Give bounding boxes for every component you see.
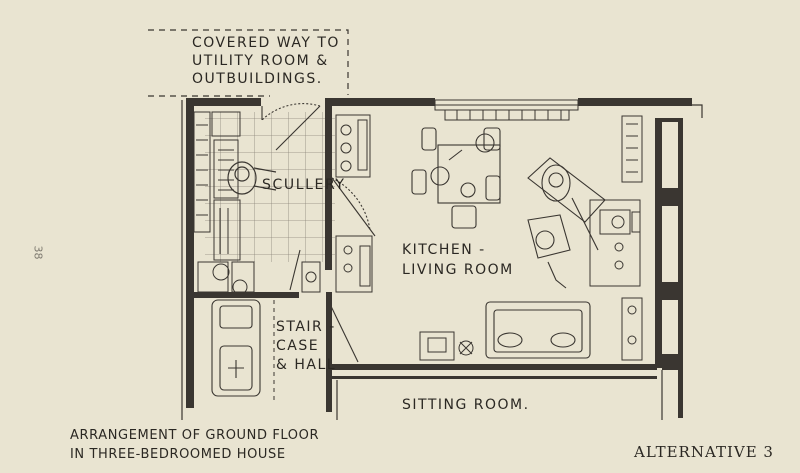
covered-way-line-3: OUTBUILDINGS. [192, 71, 323, 87]
armchairs [527, 157, 606, 289]
covered-way-outline [148, 29, 349, 97]
staircase-hall-label: STAIR - CASE & HALL [276, 318, 336, 375]
stair-line-2: CASE [276, 338, 320, 354]
radio-cabinet [419, 331, 474, 361]
outline-lines [181, 100, 703, 420]
walls [186, 98, 692, 418]
lower-cupboard [621, 297, 643, 361]
settee [485, 301, 591, 359]
range-unit [589, 199, 641, 287]
sitting-room-label: SITTING ROOM. [402, 397, 530, 413]
stair-line-1: STAIR - [276, 319, 336, 335]
page-number: 38 [31, 245, 45, 260]
door-swings [261, 103, 376, 363]
covered-way-line-1: COVERED WAY TO [192, 35, 340, 51]
kitchen-line-2: LIVING ROOM [402, 262, 514, 278]
alternative-number: ALTERNATIVE 3 [634, 443, 774, 461]
stair-line-3: & HALL [276, 357, 337, 373]
kitchen-line-1: KITCHEN - [402, 242, 486, 258]
scullery-fittings [193, 111, 321, 295]
dining-table-set [411, 127, 501, 229]
cooker [335, 114, 371, 178]
dresser [621, 115, 643, 183]
scullery-figure [227, 161, 277, 195]
scullery-tiled-floor [205, 112, 335, 262]
figure-caption: ARRANGEMENT OF GROUND FLOOR IN THREE-BED… [70, 426, 319, 464]
store-cupboards [335, 235, 373, 293]
caption-line-1: ARRANGEMENT OF GROUND FLOOR [70, 428, 320, 443]
scullery-label: SCULLERY [262, 177, 346, 193]
pram [211, 299, 261, 397]
kitchen-living-room-label: KITCHEN - LIVING ROOM [402, 240, 514, 280]
caption-line-2: IN THREE-BEDROOMED HOUSE [70, 447, 286, 462]
covered-way-line-2: UTILITY ROOM & [192, 53, 329, 69]
kitchen-window [434, 99, 579, 121]
covered-way-label: COVERED WAY TO UTILITY ROOM & OUTBUILDIN… [192, 34, 340, 88]
